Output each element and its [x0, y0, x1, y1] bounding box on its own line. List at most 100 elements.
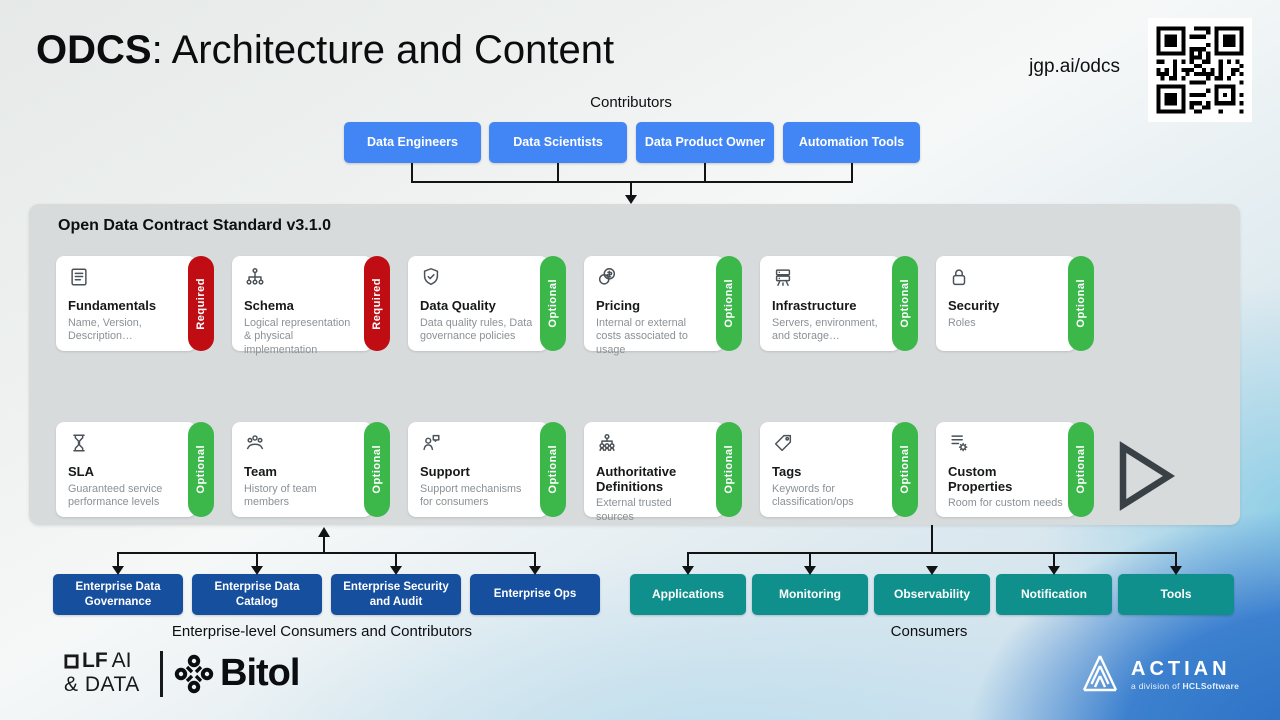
button-label: Enterprise Data Catalog [214, 581, 300, 608]
button-label: Monitoring [779, 587, 841, 601]
card-schema: Schema Logical representation & physical… [232, 256, 390, 356]
bitol-logo: Bitol [174, 652, 300, 695]
optional-badge: Optional [188, 422, 214, 517]
page-title: ODCS: Architecture and Content [36, 28, 614, 73]
coins-icon [598, 268, 616, 285]
contributor-data-engineers: Data Engineers [344, 122, 481, 163]
hourglass-icon [73, 434, 85, 452]
card-desc: History of team members [244, 482, 317, 509]
button-label: Applications [651, 587, 724, 601]
optional-badge: Optional [892, 256, 918, 351]
server-icon [775, 269, 791, 286]
enterprise-data-governance: Enterprise Data Governance [53, 574, 183, 615]
card-fundamentals: Fundamentals Name, Version, Description…… [56, 256, 214, 351]
contributor-data-product-owner: Data Product Owner [636, 122, 774, 163]
optional-badge: Optional [540, 256, 566, 351]
bitol-logo-text: Bitol [220, 652, 300, 694]
page-title-brand: ODCS [36, 28, 152, 72]
card-title: Support [420, 464, 470, 479]
document-icon [71, 268, 87, 286]
card-desc: Guaranteed service performance levels [68, 482, 163, 509]
card-custom-properties: Custom Properties Room for custom needs … [936, 422, 1094, 517]
enterprise-data-catalog: Enterprise Data Catalog [192, 574, 322, 615]
optional-badge: Optional [540, 422, 566, 517]
card-sla: SLA Guaranteed service performance level… [56, 422, 214, 517]
button-label: Enterprise Ops [493, 588, 577, 601]
schema-icon [246, 268, 264, 285]
required-badge: Required [188, 256, 214, 351]
button-label: Notification [1021, 587, 1087, 601]
consumer-applications: Applications [630, 574, 746, 615]
panel-title: Open Data Contract Standard v3.1.0 [58, 217, 331, 234]
document-gear-icon [951, 435, 968, 452]
card-title: Team [244, 464, 277, 479]
consumer-notification: Notification [996, 574, 1112, 615]
card-infrastructure: Infrastructure Servers, environment, and… [760, 256, 918, 351]
team-icon [246, 435, 264, 450]
lf-logo-text: LF [82, 649, 108, 672]
contributor-data-scientists: Data Scientists [489, 122, 627, 163]
shield-check-icon [423, 268, 439, 286]
card-desc: Room for custom needs [948, 497, 1063, 510]
odcs-panel: Open Data Contract Standard v3.1.0 Funda… [29, 204, 1240, 525]
actian-logo: ACTIAN a division of HCLSoftware [1078, 652, 1239, 696]
card-desc: Internal or external costs associated to… [596, 316, 688, 357]
consumer-tools: Tools [1118, 574, 1234, 615]
bitol-ornament-icon [174, 654, 214, 693]
support-icon [423, 434, 440, 451]
lf-logo-text: AI [111, 649, 132, 672]
card-security: Security Roles Optional [936, 256, 1094, 351]
button-label: Data Engineers [366, 134, 458, 149]
card-support: Support Support mechanisms for consumers… [408, 422, 566, 517]
optional-badge: Optional [716, 422, 742, 517]
card-title: Schema [244, 298, 294, 313]
enterprise-label: Enterprise-level Consumers and Contribut… [171, 623, 473, 640]
lock-icon [952, 269, 966, 286]
card-pricing: Pricing Internal or external costs assoc… [584, 256, 742, 356]
card-data-quality: Data Quality Data quality rules, Data go… [408, 256, 566, 351]
play-triangle-icon [1117, 441, 1176, 516]
optional-badge: Optional [1068, 422, 1094, 517]
actian-tagline: a division of HCLSoftware [1131, 680, 1240, 691]
qr-link-text: jgp.ai/odcs [1029, 56, 1120, 77]
card-team: Team History of team members Optional [232, 422, 390, 517]
optional-badge: Optional [892, 422, 918, 517]
card-desc: External trusted sources [596, 497, 672, 523]
card-title: Pricing [596, 298, 641, 313]
consumers-label: Consumers [890, 623, 968, 640]
card-title: Authoritative Definitions [596, 464, 677, 494]
contributors-label: Contributors [590, 94, 672, 111]
card-title: Infrastructure [772, 298, 857, 313]
actian-triangle-icon [1082, 655, 1118, 692]
optional-badge: Optional [716, 256, 742, 351]
button-label: Automation Tools [798, 134, 905, 149]
required-badge: Required [364, 256, 390, 351]
button-label: Observability [893, 587, 971, 601]
card-desc: Support mechanisms for consumers [420, 482, 522, 509]
card-title: SLA [68, 464, 94, 479]
card-tags: Tags Keywords for classification/ops Opt… [760, 422, 918, 517]
tag-icon [774, 434, 792, 452]
optional-badge: Optional [1068, 256, 1094, 351]
card-title: Fundamentals [68, 298, 157, 313]
page-title-rest: : Architecture and Content [151, 28, 615, 72]
qr-code-icon [1148, 18, 1252, 122]
lf-logo-text: & DATA [64, 673, 140, 697]
card-title: Security [948, 298, 1000, 313]
lf-square-icon [64, 653, 79, 669]
contributor-automation-tools: Automation Tools [783, 122, 920, 163]
card-desc: Servers, environment, and storage… [772, 316, 878, 343]
card-desc: Name, Version, Description… [68, 316, 142, 343]
button-label: Enterprise Security and Audit [343, 581, 449, 608]
actian-logo-text: ACTIAN [1131, 657, 1231, 680]
card-desc: Data quality rules, Data governance poli… [420, 316, 533, 343]
button-label: Enterprise Data Governance [75, 581, 161, 608]
card-title: Custom Properties [948, 464, 1013, 494]
card-title: Data Quality [420, 298, 496, 313]
button-label: Data Product Owner [644, 134, 766, 149]
consumer-monitoring: Monitoring [752, 574, 868, 615]
consumer-observability: Observability [874, 574, 990, 615]
card-desc: Keywords for classification/ops [772, 482, 854, 509]
